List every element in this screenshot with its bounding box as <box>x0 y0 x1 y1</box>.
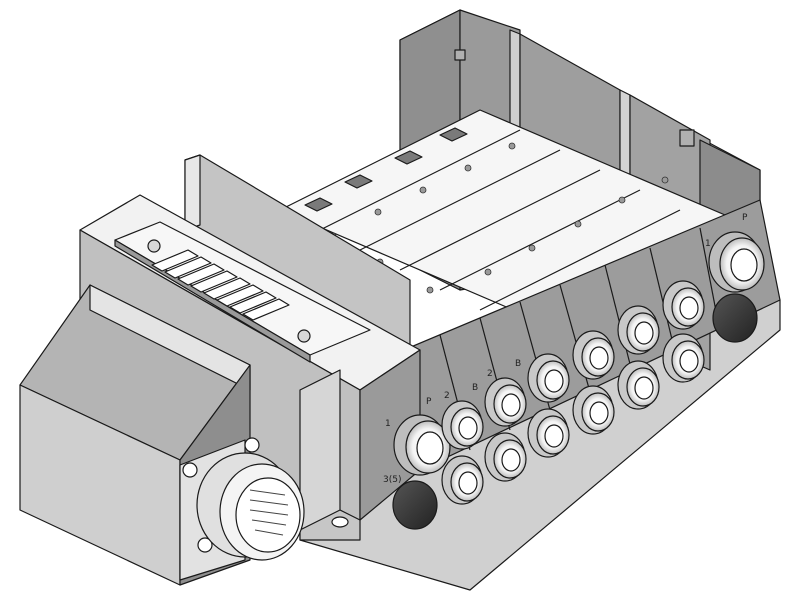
label-output-letter: B <box>515 359 521 369</box>
label-supply-letter: P <box>742 213 748 223</box>
label-output-number: 2 <box>444 391 450 401</box>
label-supply-letter: P <box>426 397 432 407</box>
output-port <box>617 305 660 355</box>
output-port <box>441 455 484 505</box>
supply-port-right <box>708 231 765 293</box>
output-port <box>527 353 570 403</box>
screw-icon <box>147 239 161 253</box>
label-supply-number: 1 <box>705 239 711 249</box>
output-port <box>484 377 527 427</box>
exhaust-port-left <box>392 480 438 530</box>
terminal-slots <box>151 249 290 321</box>
label-output-letter: B <box>472 383 478 393</box>
output-port <box>527 408 570 458</box>
screw-icon <box>297 329 311 343</box>
output-port <box>484 432 527 482</box>
exhaust-port-right <box>712 293 758 343</box>
output-port <box>662 333 705 383</box>
label-supply-number: 1 <box>385 419 391 429</box>
output-port <box>572 385 615 435</box>
supply-port-left <box>393 414 451 476</box>
output-port <box>617 360 660 410</box>
output-port <box>662 280 705 330</box>
port-labels: 1 P 3(5) 2 B 2 B 1 P <box>383 213 748 485</box>
output-ports <box>441 280 705 505</box>
circular-connector <box>182 437 305 561</box>
output-port <box>441 400 484 450</box>
output-port <box>572 330 615 380</box>
label-exhaust: 3(5) <box>383 475 401 485</box>
label-output-number: 2 <box>487 369 493 379</box>
terminal-cover <box>114 221 371 363</box>
